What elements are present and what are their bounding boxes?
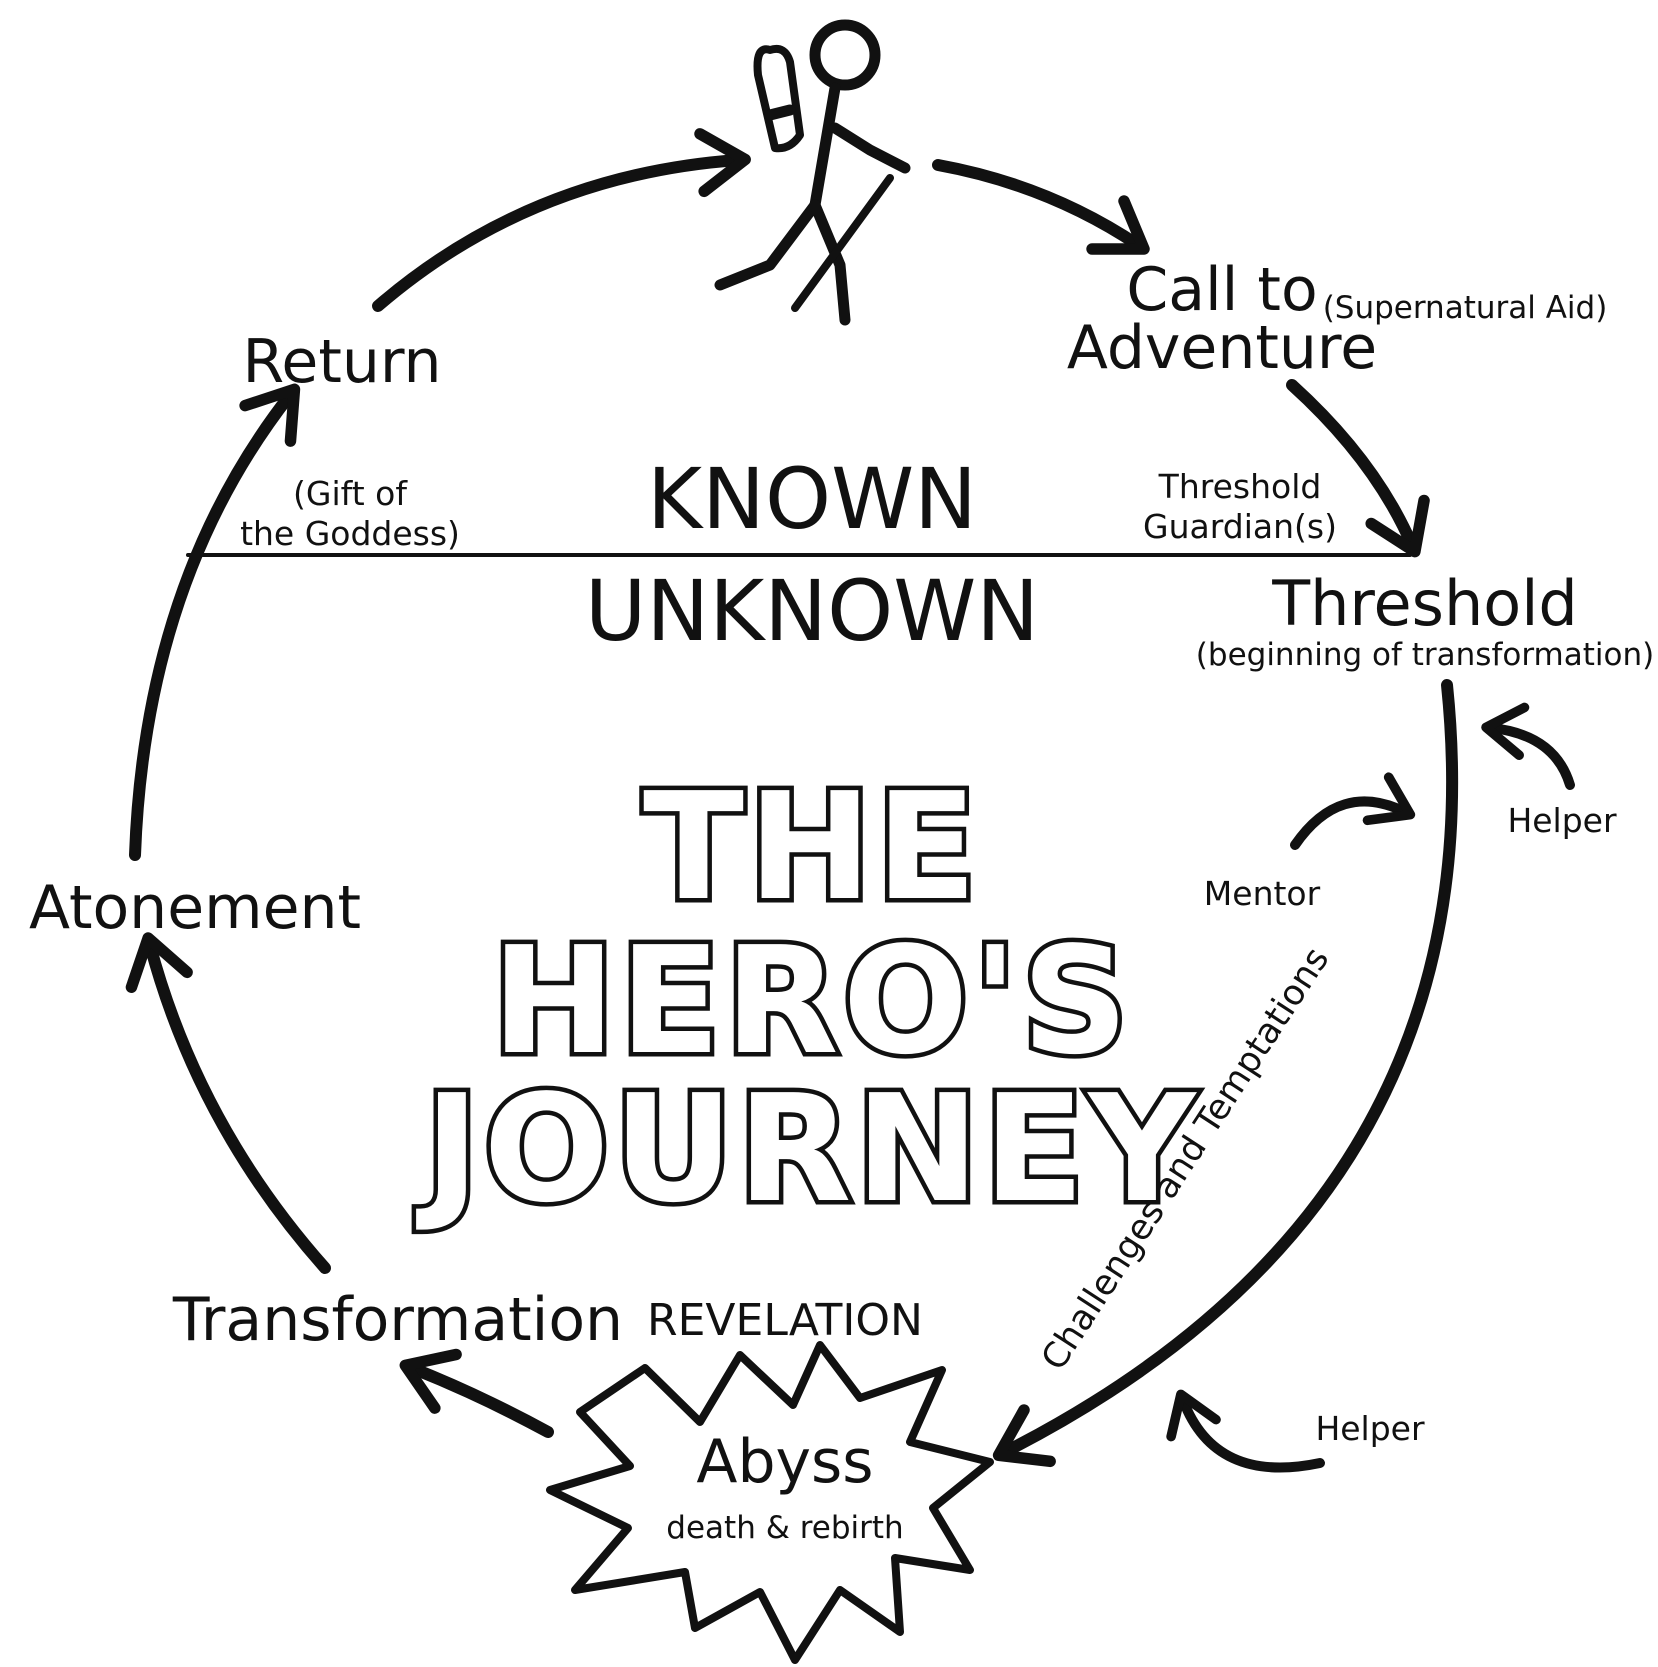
helper-bottom-arrow: [1166, 1389, 1325, 1473]
mentor-arrow: [1290, 772, 1416, 850]
title-line-1: THE: [643, 761, 981, 933]
abyss-label: Abyss: [696, 1427, 873, 1497]
gift-of-the-goddess-line-2: the Goddess): [240, 514, 460, 553]
arc-call-to-threshold: [1286, 379, 1430, 558]
title-line-3: JOURNEY: [415, 1063, 1199, 1235]
arc-abyss-to-transformation: [399, 1348, 554, 1438]
title: THE HERO'S JOURNEY: [411, 757, 1200, 1240]
supernatural-aid-label: (Supernatural Aid): [1323, 290, 1608, 326]
arc-transformation-to-atonement: [125, 932, 331, 1274]
gift-of-the-goddess-line-1: (Gift of: [293, 474, 408, 513]
arc-top-to-call: [932, 159, 1150, 255]
threshold-guardians-line-2: Guardian(s): [1143, 507, 1337, 546]
starburst-icon: [546, 1341, 994, 1664]
mentor-label: Mentor: [1204, 874, 1321, 913]
helper-top-label: Helper: [1507, 801, 1617, 840]
abyss-subtitle: death & rebirth: [666, 1510, 903, 1546]
journey-cycle-arrows: [125, 128, 1459, 1468]
helper-bottom-label: Helper: [1315, 1409, 1425, 1448]
helper-top-arrow: [1481, 702, 1575, 790]
revelation-label: REVELATION: [647, 1295, 923, 1346]
hiker-stick-figure-icon: [714, 19, 911, 326]
threshold-subtitle: (beginning of transformation): [1196, 637, 1654, 673]
call-to-adventure-line-1: Call to: [1126, 255, 1317, 325]
threshold-label: Threshold: [1271, 567, 1578, 640]
call-to-adventure-line-2: Adventure: [1067, 313, 1377, 383]
transformation-label: Transformation: [172, 1285, 623, 1355]
arc-threshold-to-abyss: [992, 679, 1459, 1468]
atonement-label: Atonement: [29, 873, 361, 943]
threshold-guardians-line-1: Threshold: [1158, 467, 1322, 506]
unknown-label: UNKNOWN: [585, 562, 1039, 660]
return-label: Return: [242, 327, 441, 397]
known-label: KNOWN: [647, 450, 977, 548]
arc-return-to-top: [372, 128, 751, 312]
arc-atonement-to-return: [129, 383, 301, 861]
title-line-2: HERO'S: [492, 915, 1133, 1087]
